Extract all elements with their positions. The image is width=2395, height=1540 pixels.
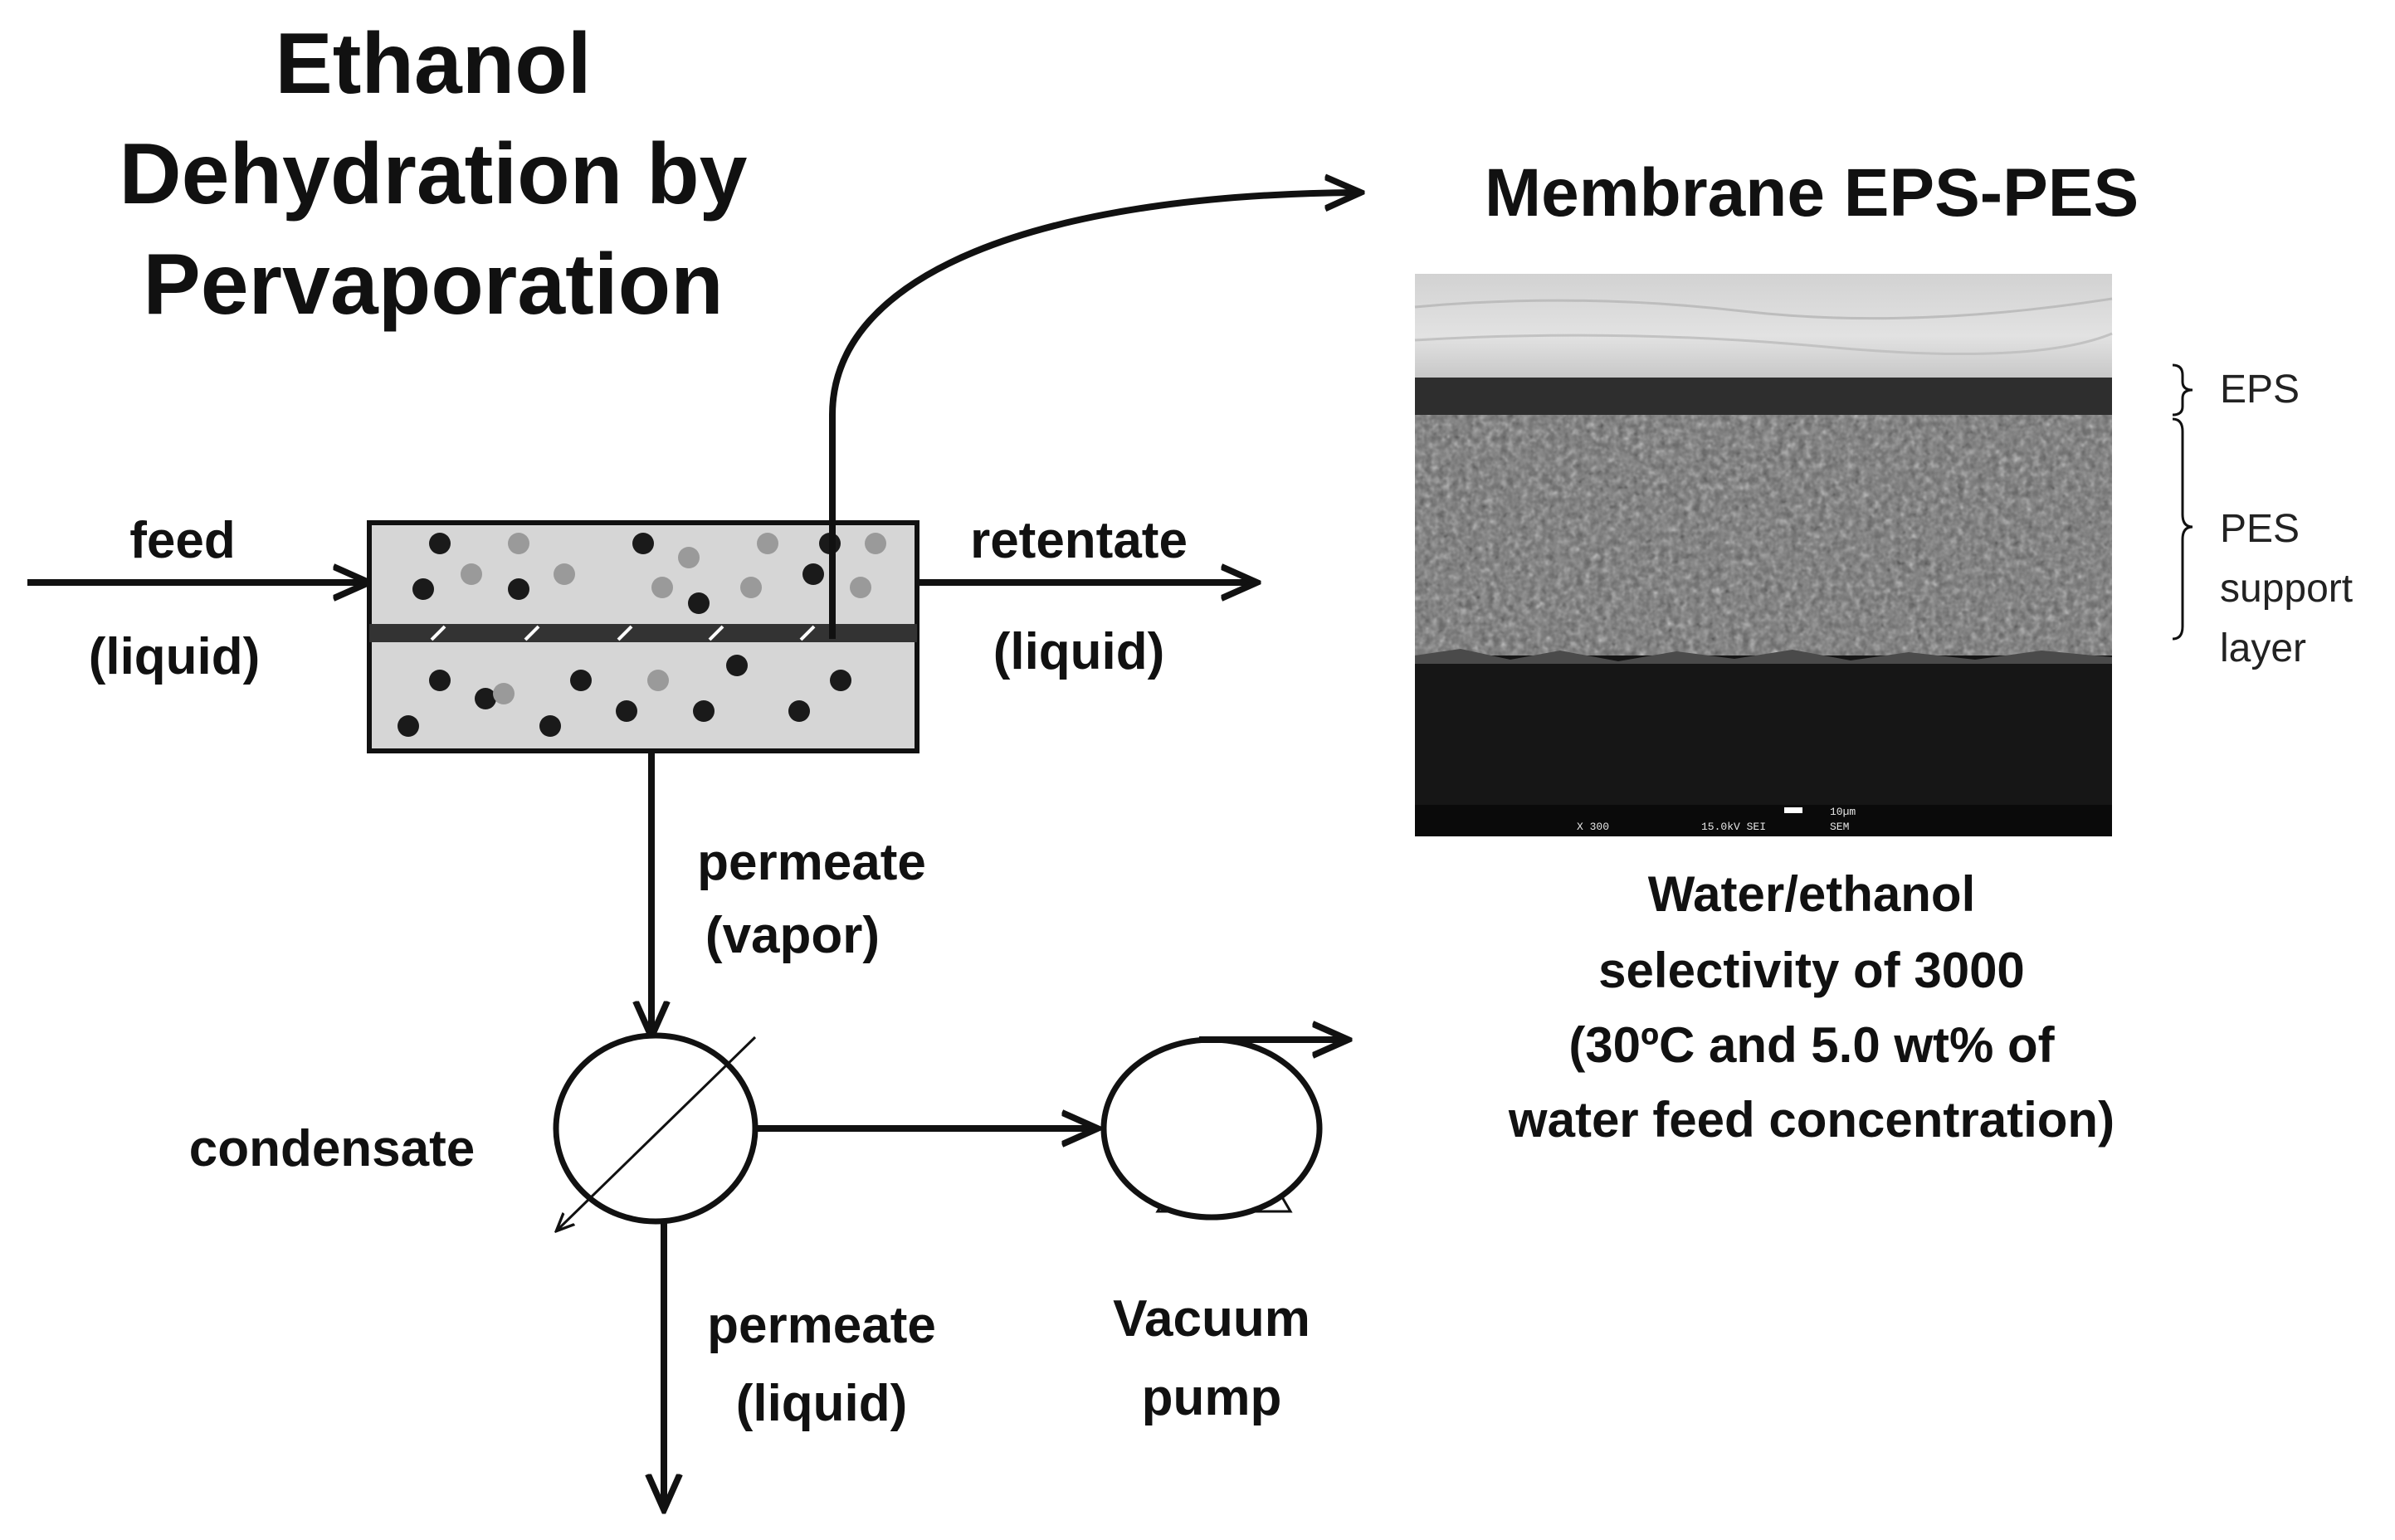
selectivity-line-4: water feed concentration) xyxy=(1508,1092,2115,1148)
retentate-phase-label: (liquid) xyxy=(993,623,1165,680)
condenser-circle xyxy=(553,1032,758,1225)
eps-bracket xyxy=(2172,363,2193,417)
vacuum-pump-label-2: pump xyxy=(1142,1369,1282,1426)
retentate-label: retentate xyxy=(970,512,1188,569)
pes-layer-label: layer xyxy=(2220,626,2306,670)
sem-background xyxy=(1415,655,2112,805)
sem-eps-layer xyxy=(1415,378,2112,415)
feed-side-molecules xyxy=(412,533,886,614)
condenser xyxy=(553,1032,758,1230)
sem-scale-bar xyxy=(1784,807,1802,813)
membrane-pores xyxy=(430,625,816,641)
eps-label: EPS xyxy=(2220,368,2300,412)
selectivity-note: Water/ethanol selectivity of 3000 (30ºC … xyxy=(1508,866,2115,1148)
pes-label: PES xyxy=(2220,507,2300,551)
sem-info-kv: 15.0kV SEI xyxy=(1701,821,1766,833)
membrane-title: Membrane EPS-PES xyxy=(1485,155,2139,231)
membrane-band xyxy=(369,624,917,642)
permeate-side-molecules xyxy=(398,655,851,737)
permeate-liquid-phase-label: (liquid) xyxy=(736,1375,908,1432)
pump-circle xyxy=(1100,1036,1323,1221)
sem-scale-label: 10µm xyxy=(1830,806,1856,818)
sem-info-bar xyxy=(1415,805,2112,836)
sem-top-surface xyxy=(1415,274,2112,378)
pes-bracket xyxy=(2172,417,2193,641)
selectivity-line-3: (30ºC and 5.0 wt% of xyxy=(1568,1017,2055,1073)
vacuum-pump xyxy=(1100,1036,1344,1221)
membrane-module xyxy=(367,520,919,753)
sem-info-mode: SEM xyxy=(1830,821,1849,833)
feed-phase-label: (liquid) xyxy=(89,628,261,685)
membrane-callout-arrow xyxy=(829,192,1357,639)
permeate-liquid-label: permeate xyxy=(707,1297,936,1354)
title-line-2: Dehydration by xyxy=(120,126,748,222)
selectivity-line-2: selectivity of 3000 xyxy=(1598,943,2025,998)
title-line-3: Pervaporation xyxy=(143,236,723,333)
condensate-label: condensate xyxy=(189,1120,476,1177)
title-line-1: Ethanol xyxy=(275,16,591,112)
condenser-coil-line xyxy=(558,1036,757,1230)
selectivity-line-1: Water/ethanol xyxy=(1648,866,1975,922)
sem-info-mag: X 300 xyxy=(1577,821,1609,833)
vacuum-pump-label-1: Vacuum xyxy=(1113,1290,1310,1348)
permeate-vapor-label: permeate xyxy=(697,834,926,891)
sem-micrograph: 10µm X 300 15.0kV SEI SEM xyxy=(1414,274,2113,836)
feed-label: feed xyxy=(129,512,235,569)
pes-support-label: support xyxy=(2220,567,2353,611)
layer-brackets xyxy=(2172,363,2193,641)
diagram-title: Ethanol Dehydration by Pervaporation xyxy=(120,16,748,333)
permeate-vapor-phase-label: (vapor) xyxy=(705,907,880,964)
